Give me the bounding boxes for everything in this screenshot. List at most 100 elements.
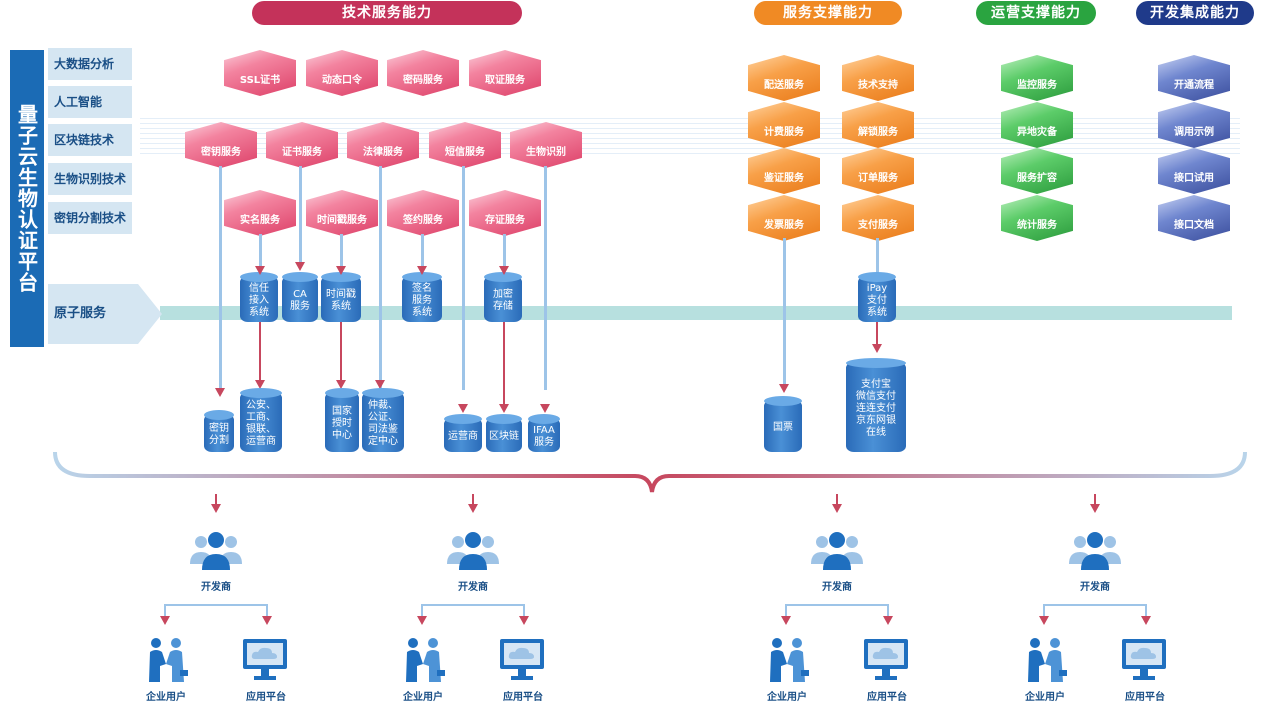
bottom-bracket <box>53 451 1247 493</box>
arrow-down <box>872 344 882 353</box>
branch-line <box>266 604 268 618</box>
header-ops: 运营支撑能力 <box>976 1 1096 25</box>
hex-api-trial: 接口试用 <box>1158 148 1230 194</box>
branch-line <box>785 604 889 606</box>
hex-tech-support: 技术支持 <box>842 55 914 101</box>
arrow-down <box>781 616 791 625</box>
arrow-down <box>499 404 509 413</box>
connector-line <box>259 234 262 270</box>
hex-billing: 计费服务 <box>748 102 820 148</box>
branch-line <box>1043 604 1045 618</box>
nav-biometric: 生物识别技术 <box>48 163 132 195</box>
connector-line <box>462 166 465 390</box>
cyl-blockchain: 区块链 <box>486 414 522 452</box>
developer-icon <box>447 532 499 570</box>
cyl-national-tax: 国票 <box>764 396 802 452</box>
hex-order: 订单服务 <box>842 148 914 194</box>
enterprise-user-label: 企业用户 <box>767 692 807 703</box>
cyl-gov-agencies: 公安、 工商、 银联、 运营商 <box>240 388 282 452</box>
arrow-down <box>883 616 893 625</box>
connector-line <box>876 238 879 274</box>
arrow-down <box>1039 616 1049 625</box>
arrow-down <box>160 616 170 625</box>
arrow-down <box>519 616 529 625</box>
enterprise-user-label: 企业用户 <box>1025 692 1065 703</box>
hex-key-service: 密钥服务 <box>185 122 257 168</box>
hex-cert-service: 证书服务 <box>266 122 338 168</box>
hex-api-docs: 接口文档 <box>1158 195 1230 241</box>
branch-line <box>164 604 166 618</box>
hex-timestamp-service: 时间戳服务 <box>306 190 378 236</box>
hex-realname-service: 实名服务 <box>224 190 296 236</box>
arrow-down <box>1141 616 1151 625</box>
app-platform-label: 应用平台 <box>246 692 286 703</box>
hex-unlock: 解锁服务 <box>842 102 914 148</box>
arrow-down <box>336 266 346 275</box>
connector-line <box>421 234 424 270</box>
nav-blockchain: 区块链技术 <box>48 124 132 156</box>
enterprise-user-label: 企业用户 <box>403 692 443 703</box>
atomic-arrow-shape <box>138 284 162 344</box>
cyl-ipay-system: iPay 支付 系统 <box>858 272 896 322</box>
arrow-line <box>215 494 217 506</box>
connector-line <box>503 234 506 270</box>
arrow-line <box>340 322 342 384</box>
connector-line <box>544 166 547 390</box>
arrow-down <box>458 404 468 413</box>
app-platform-label: 应用平台 <box>503 692 543 703</box>
connector-line <box>219 166 222 390</box>
branch-line <box>421 604 525 606</box>
hex-storage-service: 存证服务 <box>469 190 541 236</box>
branch-line <box>887 604 889 618</box>
hex-monitoring: 监控服务 <box>1001 55 1073 101</box>
cyl-ca-service: CA 服务 <box>282 272 318 322</box>
enterprise-user-label: 企业用户 <box>146 692 186 703</box>
arrow-down <box>255 266 265 275</box>
hex-legal-service: 法律服务 <box>347 122 419 168</box>
arrow-down <box>540 404 550 413</box>
arrow-down <box>211 504 221 513</box>
arrow-down <box>779 384 789 393</box>
arrow-down <box>832 504 842 513</box>
cyl-ifaa: IFAA 服务 <box>528 414 560 452</box>
arrow-down <box>499 266 509 275</box>
hex-invoice: 发票服务 <box>748 195 820 241</box>
cyl-carrier: 运营商 <box>444 414 482 452</box>
arrow-down <box>1090 504 1100 513</box>
arrow-down <box>417 266 427 275</box>
app-platform-icon <box>864 639 908 680</box>
branch-line <box>164 604 268 606</box>
arrow-line <box>836 494 838 506</box>
atomic-service-label: 原子服务 <box>48 284 138 344</box>
enterprise-user-icon <box>149 638 188 682</box>
connector-line <box>783 238 786 388</box>
cyl-sign-system: 签名 服务 系统 <box>402 272 442 322</box>
cyl-time-center: 国家 授时 中心 <box>325 388 359 452</box>
enterprise-user-icon <box>1028 638 1067 682</box>
connector-line <box>379 166 382 390</box>
developer-label: 开发商 <box>458 582 488 593</box>
arrow-line <box>259 322 261 384</box>
app-platform-label: 应用平台 <box>867 692 907 703</box>
arrow-line <box>1094 494 1096 506</box>
developer-label: 开发商 <box>201 582 231 593</box>
arrow-down <box>468 504 478 513</box>
nav-ai: 人工智能 <box>48 86 132 118</box>
header-dev: 开发集成能力 <box>1136 1 1254 25</box>
platform-title: 量子云生物认证平台 <box>10 50 44 347</box>
enterprise-user-icon <box>406 638 445 682</box>
hex-crypto-service: 密码服务 <box>387 50 459 96</box>
enterprise-user-icon <box>770 638 809 682</box>
hex-delivery: 配送服务 <box>748 55 820 101</box>
nav-bigdata: 大数据分析 <box>48 48 132 80</box>
cyl-payment-channels: 支付宝 微信支付 连连支付 京东网银 在线 <box>846 358 906 452</box>
hex-verify: 鉴证服务 <box>748 148 820 194</box>
arrow-down <box>215 388 225 397</box>
cyl-arbitration: 仲裁、 公证、 司法鉴 定中心 <box>362 388 404 452</box>
hex-ssl-cert: SSL证书 <box>224 50 296 96</box>
hex-disaster-recovery: 异地灾备 <box>1001 102 1073 148</box>
nav-key-split: 密钥分割技术 <box>48 202 132 234</box>
header-support: 服务支撑能力 <box>754 1 902 25</box>
cyl-timestamp-system: 时间戳 系统 <box>321 272 361 322</box>
